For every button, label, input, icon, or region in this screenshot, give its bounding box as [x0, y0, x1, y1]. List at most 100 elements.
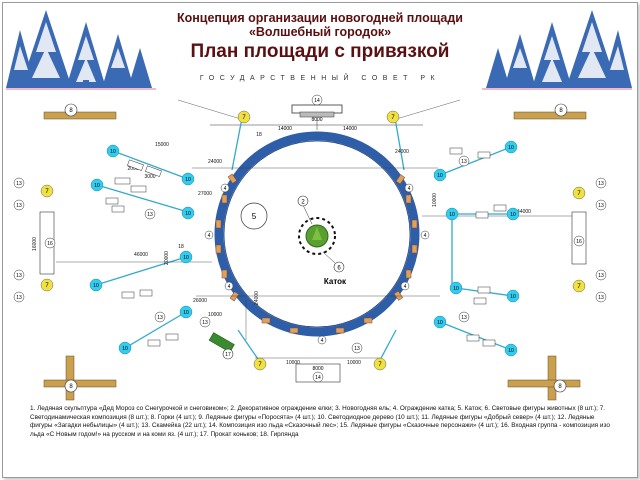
- svg-text:13: 13: [354, 346, 360, 352]
- svg-text:10: 10: [510, 294, 516, 300]
- svg-text:13: 13: [461, 315, 467, 321]
- led-trees: 10 10 10 10 10 10 10 10 10 10 10 10 10 1…: [89, 140, 520, 357]
- dim-27000: 27000: [198, 191, 212, 197]
- dim-3000: 3000: [144, 174, 155, 180]
- svg-text:13: 13: [598, 181, 604, 187]
- dim-24000-left: 24000: [208, 159, 222, 165]
- winter-trees-right: [482, 10, 632, 90]
- svg-text:10: 10: [510, 212, 516, 218]
- svg-text:10: 10: [93, 283, 99, 289]
- building-label: ГОСУДАРСТВЕННЫЙ СОВЕТ РК: [199, 75, 441, 82]
- svg-text:4: 4: [228, 284, 231, 290]
- dim-14000-right: 14000: [343, 126, 357, 132]
- dim-8000-bottom: 8000: [312, 366, 323, 372]
- svg-text:4: 4: [321, 338, 324, 344]
- svg-text:8: 8: [558, 384, 562, 390]
- svg-text:5: 5: [252, 212, 257, 221]
- guide-lines: [95, 117, 514, 363]
- svg-text:16: 16: [47, 241, 53, 247]
- svg-text:10: 10: [185, 177, 191, 183]
- rink-marker: [240, 202, 268, 230]
- dim-44000: 44000: [517, 209, 531, 215]
- dim-15000: 15000: [155, 142, 169, 148]
- svg-text:7: 7: [258, 362, 262, 368]
- dim-14000-left: 14000: [278, 126, 292, 132]
- dim-24000-vertical: 24000: [254, 291, 260, 305]
- bench-markers: 13 13 13 13 13 13 13 13 13 13 13 13 13 1…: [13, 155, 607, 354]
- skate-rental: [208, 332, 235, 353]
- dim-46000: 46000: [134, 252, 148, 258]
- light-compositions: 7 7 7 7 7 7 7 7: [40, 110, 586, 371]
- marker-14: 14: [314, 98, 320, 104]
- slides: [43, 111, 587, 401]
- dim-18: 18: [256, 132, 262, 138]
- title-line-1: Концепция организации новогодней площади: [176, 11, 463, 25]
- dim-10000-bottom: 10000: [286, 360, 300, 366]
- svg-text:13: 13: [598, 203, 604, 209]
- svg-text:13: 13: [598, 273, 604, 279]
- legend: 1. Ледяная скульптура «Дед Мороз со Снег…: [30, 405, 610, 439]
- dim-10000-right: 10000: [347, 360, 361, 366]
- svg-text:7: 7: [45, 189, 49, 195]
- svg-text:13: 13: [157, 315, 163, 321]
- svg-text:13: 13: [16, 203, 22, 209]
- svg-text:8: 8: [69, 108, 73, 114]
- svg-text:10: 10: [183, 310, 189, 316]
- svg-text:13: 13: [147, 212, 153, 218]
- svg-text:4: 4: [424, 233, 427, 239]
- entrance-left: 16: [39, 211, 56, 275]
- svg-text:4: 4: [404, 284, 407, 290]
- svg-text:4: 4: [224, 186, 227, 192]
- svg-text:4: 4: [408, 186, 411, 192]
- dim-2000: 2000: [127, 166, 138, 172]
- svg-text:10: 10: [453, 286, 459, 292]
- marker-17: 17: [225, 352, 231, 358]
- svg-text:10: 10: [437, 173, 443, 179]
- svg-text:10: 10: [122, 346, 128, 352]
- dim-10000-vertical: 10000: [432, 193, 438, 207]
- svg-text:7: 7: [577, 284, 581, 290]
- svg-text:7: 7: [242, 115, 246, 121]
- dim-20000-vertical: 20000: [164, 251, 170, 265]
- svg-text:10: 10: [94, 183, 100, 189]
- slide-markers: 8 8 8 8: [64, 103, 568, 393]
- svg-text:13: 13: [598, 295, 604, 301]
- rink-label: Каток: [324, 277, 347, 286]
- dim-24000-right: 24000: [395, 149, 409, 155]
- dim-10000-left: 10000: [208, 312, 222, 318]
- dim-18b: 18: [178, 244, 184, 250]
- entrance-right: 16: [571, 211, 587, 265]
- svg-text:10: 10: [508, 145, 514, 151]
- svg-text:16: 16: [576, 239, 582, 245]
- svg-text:7: 7: [378, 362, 382, 368]
- svg-text:10: 10: [183, 255, 189, 261]
- svg-text:10: 10: [110, 149, 116, 155]
- dim-26000: 26000: [193, 298, 207, 304]
- svg-text:13: 13: [16, 181, 22, 187]
- benches-around-rink: [215, 173, 418, 334]
- marker-2: 2: [301, 200, 305, 206]
- svg-text:7: 7: [391, 115, 395, 121]
- fence-markers: 4 4 4 4 4 4 4: [204, 183, 430, 345]
- svg-text:10: 10: [185, 211, 191, 217]
- svg-text:13: 13: [202, 320, 208, 326]
- svg-text:8: 8: [559, 108, 563, 114]
- plan-title: План площади с привязкой: [190, 41, 450, 62]
- svg-text:13: 13: [16, 295, 22, 301]
- svg-text:13: 13: [461, 159, 467, 165]
- dim-16000-vertical: 16000: [32, 237, 38, 251]
- marker-6: 6: [337, 266, 341, 272]
- title-line-2: «Волшебный городок»: [248, 25, 392, 39]
- svg-text:14: 14: [315, 375, 321, 381]
- winter-trees-left: [6, 10, 156, 90]
- svg-text:10: 10: [449, 212, 455, 218]
- ice-figure-tiles: [105, 147, 507, 347]
- svg-text:7: 7: [45, 283, 49, 289]
- svg-text:13: 13: [16, 273, 22, 279]
- svg-text:10: 10: [508, 348, 514, 354]
- svg-text:10: 10: [437, 320, 443, 326]
- svg-text:8: 8: [69, 384, 73, 390]
- svg-text:4: 4: [208, 233, 211, 239]
- svg-text:7: 7: [577, 191, 581, 197]
